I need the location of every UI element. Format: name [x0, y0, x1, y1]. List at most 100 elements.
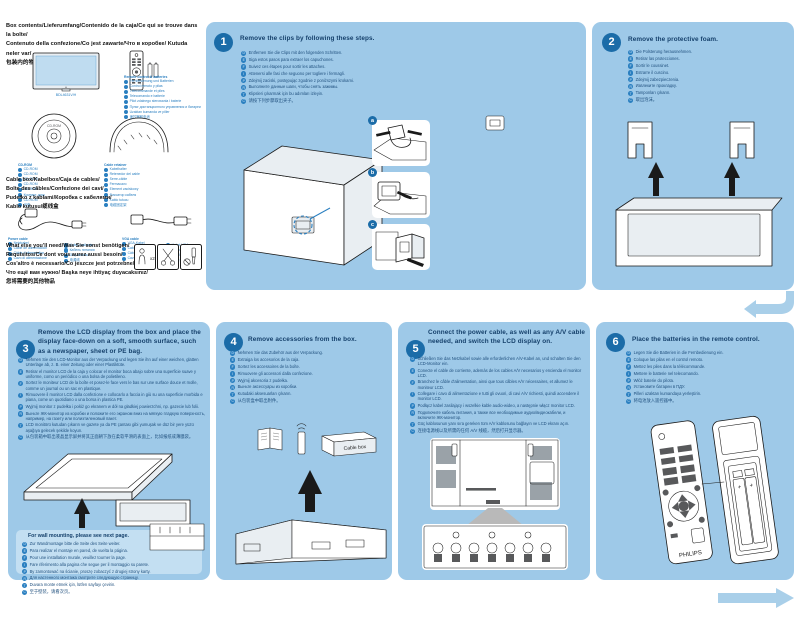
box-contents-heading-line3: 包装内的物品清单 [6, 59, 52, 66]
language-marker-icon: T [230, 391, 236, 398]
language-marker-icon: E [18, 369, 24, 375]
language-marker-icon: D [626, 350, 632, 356]
screwdriver-icon [183, 247, 196, 266]
language-marker-icon: I [22, 562, 28, 568]
language-marker-icon: T [626, 391, 632, 398]
power-cable-title: Power cable [8, 237, 28, 241]
step-6-badge: 6 [606, 333, 625, 352]
language-marker-icon: D [18, 357, 24, 363]
bullet-dot-icon [104, 192, 109, 198]
bullet-text: Entfernen Sie die Clips mit den folgende… [248, 50, 343, 55]
accessory-list-text: 电源线 [69, 258, 80, 263]
accessory-list-text: Uzaktan kumanda ve piller [129, 109, 170, 114]
step-5-panel: 5 Connect the power cable, as well as an… [398, 322, 590, 580]
bullet-text: Branchez le câble d'alimentation, ainsi … [417, 379, 573, 390]
step-1-badge: 1 [214, 33, 233, 52]
language-marker-icon: E [230, 357, 236, 363]
language-marker-icon: E [410, 368, 416, 374]
carton-box-illustration [234, 122, 384, 267]
what-else-line4: Что ещё вам нужно/ Başka neye ihtiyaç du… [6, 269, 148, 276]
bullet-text: Estrarre il cuscino. [635, 69, 670, 75]
step-5-title: Connect the power cable, as well as any … [428, 329, 586, 346]
what-else-line5: 您将需要的其他物品 [6, 278, 55, 285]
bullet-dot-icon [104, 187, 109, 193]
language-marker-icon: I [18, 392, 24, 398]
foam-removal-illustration [606, 114, 783, 279]
step-2-badge: 2 [602, 33, 621, 52]
substep-b-badge: b [368, 168, 377, 177]
language-marker-icon: T [18, 422, 24, 429]
bullet-dot-icon [124, 79, 129, 84]
accessory-list-text: CD-ROM [23, 172, 38, 177]
power-cable-illustration [14, 206, 88, 234]
bullet-text: Conecte el cable de corriente, además de… [417, 367, 582, 379]
accessory-list-item: Kablo tutucu [104, 198, 176, 203]
bullet-dot-icon [104, 172, 109, 177]
bullet-text: 请按下列步骤取出夹子。 [248, 98, 296, 104]
accessory-list-text: Pilot zdalnego sterowania i baterie [129, 99, 182, 104]
language-marker-icon: R [18, 411, 24, 417]
bullet-text: Pour une installation murale, veuillez t… [29, 554, 127, 560]
bullet-text: Włóż baterie do pilota. [633, 377, 675, 383]
accessories-removal-illustration: Cable box [235, 416, 387, 568]
accessory-list-item: CD-ROM [18, 198, 90, 203]
language-marker-icon: C [410, 428, 416, 435]
accessory-list-text: Пульт дистанционного управления и батаре… [129, 104, 201, 109]
remote-group-title: Remote control & batteries [124, 75, 168, 79]
accessory-list-item: Serre-câble [104, 177, 176, 182]
accessory-list-text: Güç kablosu [69, 253, 89, 258]
accessory-list-item: Kabelhalter [104, 167, 176, 172]
language-marker-icon: F [22, 555, 28, 561]
accessory-list-text: 遥控器和电池 [129, 114, 150, 119]
bullet-dot-icon [18, 187, 23, 193]
accessory-list-item: Pilot zdalnego sterowania i baterie [124, 99, 204, 105]
bullet-text: Nehmen Sie den LCD-Monitor aus der Verpa… [25, 357, 199, 368]
bullet-text: LCD monitörü kutudan çıkarın ve gazete y… [25, 422, 194, 433]
bullet-text: 从包装盒中取出附件。 [237, 398, 281, 404]
bullet-text: Legen Sie die Batterien in die Fernbedie… [633, 350, 724, 355]
accessory-list-text: Serre-câble [109, 177, 128, 182]
accessory-list-text: Cavo di alimentazione [13, 256, 47, 261]
accessory-list-text: CD-ROM [23, 197, 38, 202]
bullet-text: 连接电源线以及所需的任何 A/V 线缆，然后打开显示器。 [417, 428, 526, 434]
accessory-list-text: CD-ROM [23, 177, 38, 182]
accessory-list-text: Element zaciskowy [109, 187, 139, 192]
remote-battery-illustration: PHILIPS + + [644, 415, 784, 572]
bullet-dot-icon [122, 251, 127, 256]
accessory-list-item: Компакт-диск [18, 193, 90, 198]
bullet-text: Fare riferimento alla pagina che segue p… [29, 561, 150, 567]
bullet-text: 取出泡沫。 [635, 97, 658, 103]
bullet-dot-icon [104, 182, 109, 187]
cable-box-callout-label: Cable box [343, 444, 366, 452]
accessory-list-item: Фиксатор кабеля [104, 193, 176, 198]
step-6-title: Place the batteries in the remote contro… [632, 336, 760, 343]
bullet-text: Retirar el monitor LCD de la caja y colo… [25, 368, 197, 380]
language-marker-icon: T [628, 90, 634, 97]
bullet-text: Wyjmij monitor z pudełka i połóż go ekra… [25, 403, 200, 409]
accessory-list-text: Telecomando e batterie [129, 94, 165, 99]
accessory-list-text: 电缆固定架 [109, 202, 127, 207]
language-marker-icon: C [241, 98, 247, 105]
language-marker-icon: C [22, 589, 28, 596]
accessory-list-item: 电源线 [64, 258, 124, 263]
accessory-list-item: CD-ROM [18, 167, 90, 172]
accessory-list-item: 电缆固定架 [104, 203, 176, 208]
svg-text:+: + [749, 483, 754, 489]
bullet-text: Sortir le coussinet. [635, 62, 670, 68]
box-contents-heading: Box contents/Lieferumfang/Contenido de l… [6, 22, 201, 68]
bullet-dot-icon [64, 258, 69, 263]
